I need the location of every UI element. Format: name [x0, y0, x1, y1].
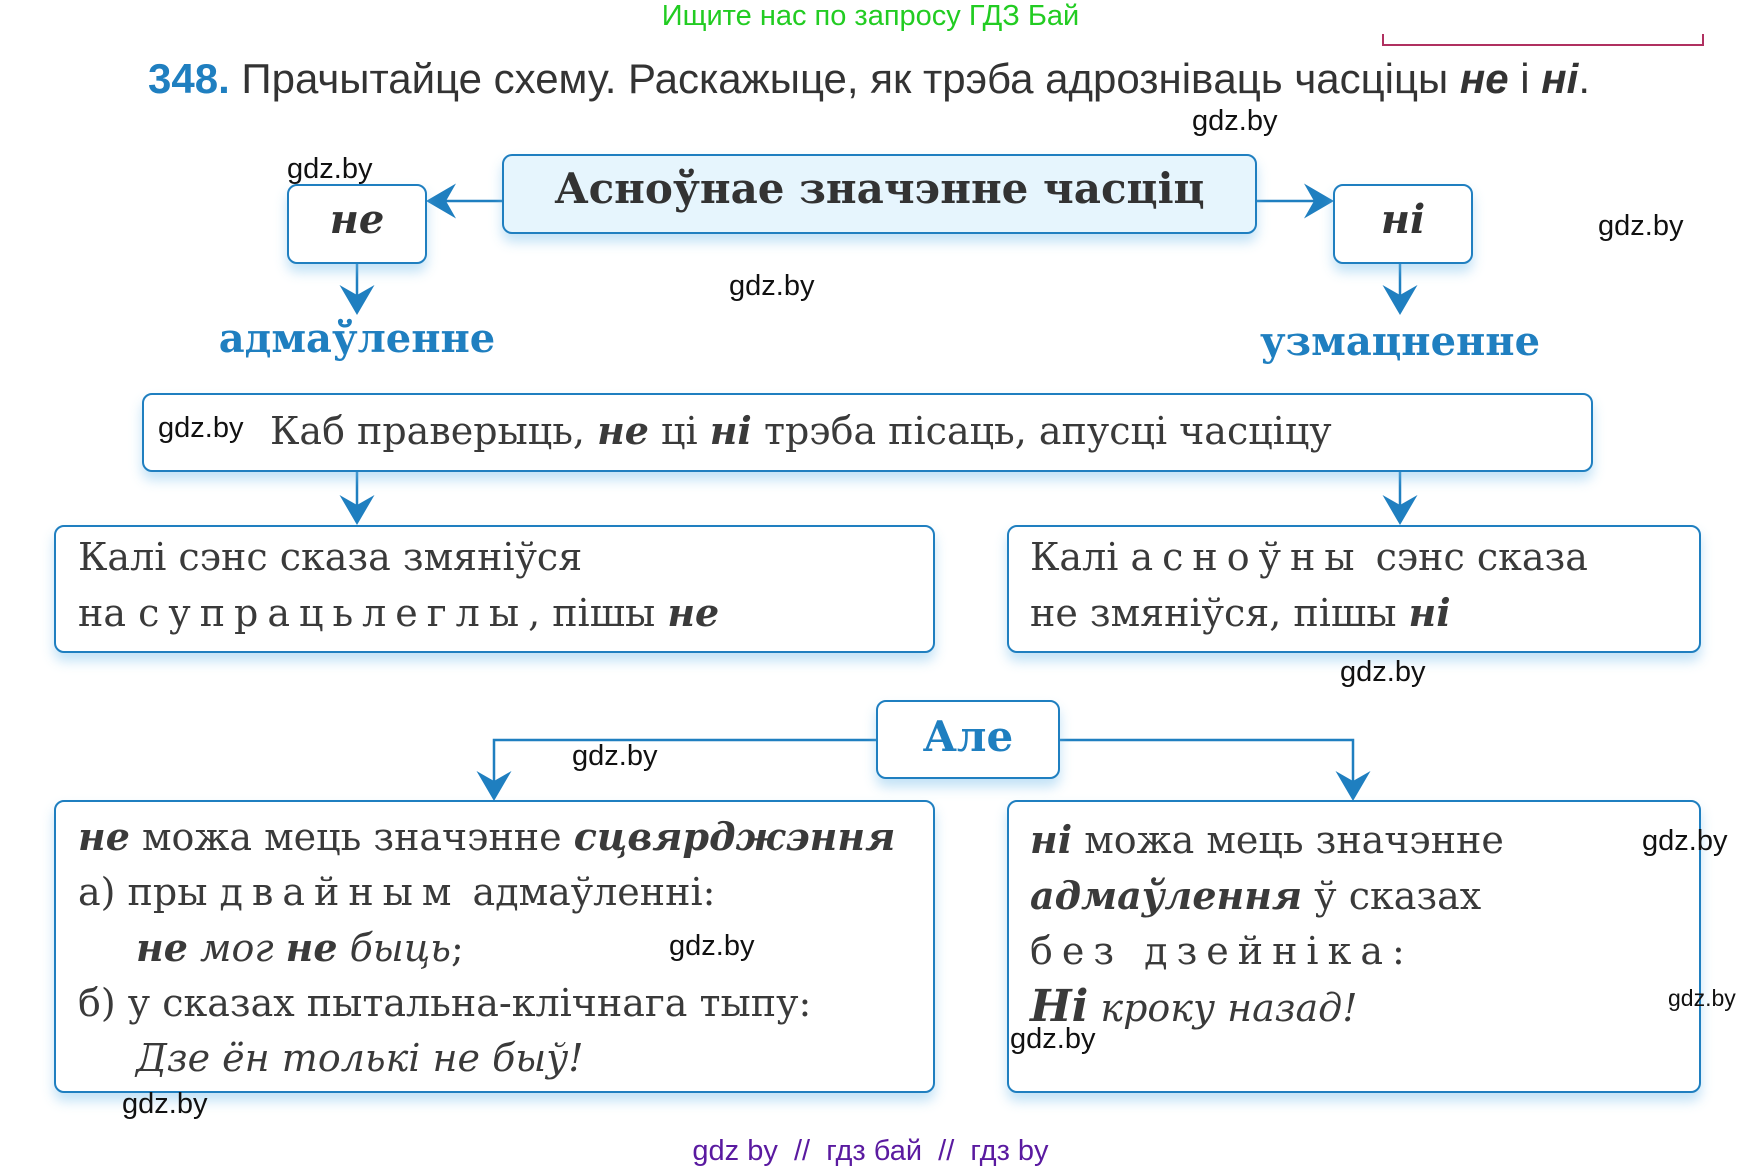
- right-rule-box: [1007, 525, 1701, 653]
- watermark: gdz.by: [1010, 1023, 1096, 1055]
- right-note-box: [1007, 800, 1701, 1093]
- header-watermark: Ищите нас по запросу ГДЗ Бай: [661, 0, 1080, 32]
- task-end: .: [1578, 55, 1590, 102]
- watermark: gdz.by: [1642, 825, 1728, 857]
- task-text: Прачытайце схему. Раскажыце, як трэба ад…: [241, 55, 1460, 102]
- but-box: [876, 700, 1060, 779]
- task-particle-ni: ні: [1541, 55, 1579, 102]
- ni-label: ні: [1380, 196, 1426, 243]
- watermark: gdz.by: [158, 412, 244, 444]
- left-rule-text: Калі сэнс сказа змяніўся на супрацьлеглы…: [78, 535, 720, 635]
- right-rule-text: Калі асноўны сэнс сказа не змяніўся, піш…: [1030, 535, 1588, 635]
- ni-box: [1333, 184, 1473, 264]
- main-meaning-label: Асноўнае значэнне часціц: [554, 164, 1205, 213]
- left-rule-box: [54, 525, 935, 653]
- but-label: Але: [922, 712, 1014, 761]
- ne-label: не: [329, 196, 385, 243]
- ne-meaning: адмаўленне: [218, 315, 496, 362]
- task-title: 348. Прачытайце схему. Раскажыце, як трэ…: [148, 55, 1590, 103]
- main-meaning-box: [502, 154, 1257, 234]
- check-box: [142, 393, 1593, 472]
- watermark: gdz.by: [1598, 210, 1684, 242]
- left-note-box: [54, 800, 935, 1093]
- ne-box: [287, 184, 427, 264]
- left-note-text: не можа мець значэнне сцвярджэння а) пры…: [78, 814, 896, 1080]
- watermark: gdz.by: [572, 740, 658, 772]
- check-text: Каб праверыць, не ці ні трэба пісаць, ап…: [270, 408, 1332, 453]
- task-and: і: [1508, 55, 1542, 102]
- right-note-text: ні можа мець значэнне адмаўлення ў сказа…: [1030, 817, 1504, 1032]
- watermark: gdz.by: [729, 270, 815, 302]
- watermark: gdz.by: [1340, 656, 1426, 688]
- footer-watermark: gdz by // гдз бай // гдз by: [692, 1135, 1049, 1167]
- watermark: gdz.by: [122, 1088, 208, 1120]
- watermark: gdz.by: [1668, 985, 1736, 1011]
- watermark: gdz.by: [669, 930, 755, 962]
- margin-bracket: [1382, 34, 1704, 46]
- watermark: gdz.by: [1192, 105, 1278, 137]
- watermark: gdz.by: [287, 153, 373, 185]
- task-number: 348.: [148, 55, 230, 102]
- ni-meaning: узмацненне: [1259, 318, 1541, 365]
- task-particle-ne: не: [1459, 55, 1509, 102]
